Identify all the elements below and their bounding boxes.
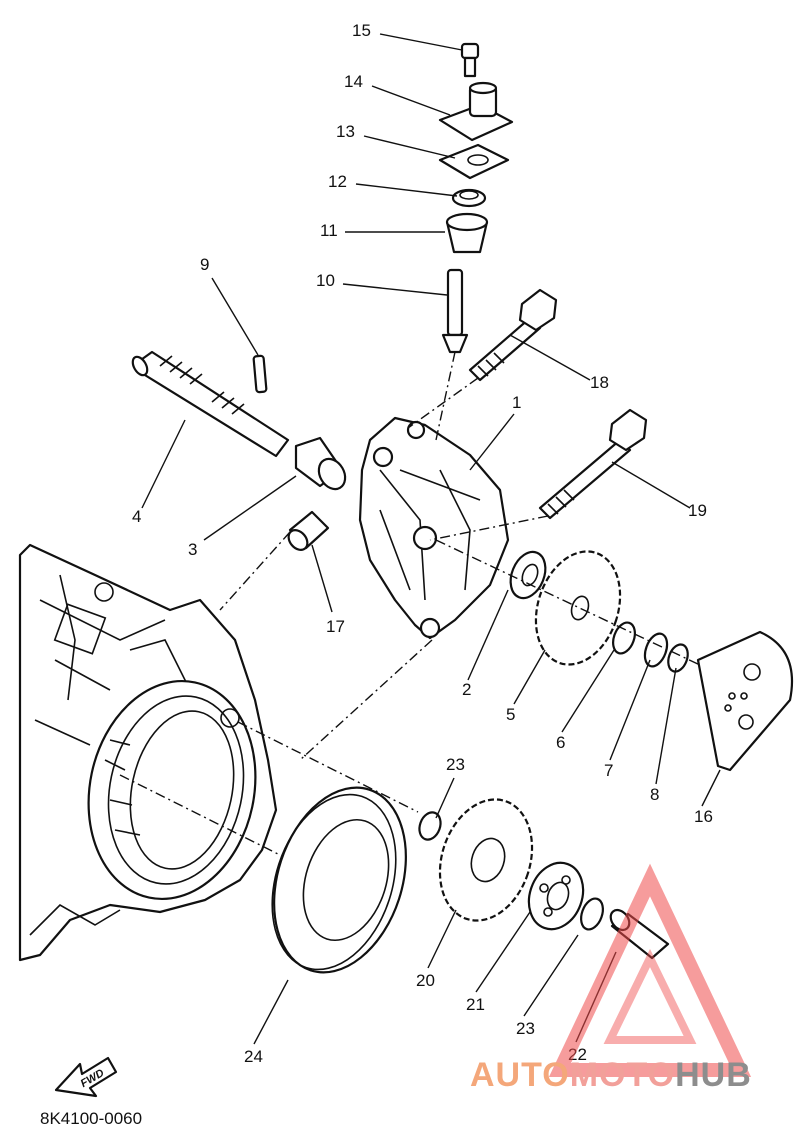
leader-line-c23a bbox=[435, 777, 455, 819]
callout-c6: 6 bbox=[556, 733, 565, 752]
washer-part-8 bbox=[667, 643, 689, 673]
leader-line-c4 bbox=[141, 419, 186, 509]
diagram-code: 8K4100-0060 bbox=[40, 1109, 142, 1128]
watermark-hub: HUB bbox=[675, 1056, 752, 1094]
leader-line-c13 bbox=[363, 135, 456, 159]
gear-part-20 bbox=[438, 798, 534, 922]
fitting-part-14 bbox=[438, 81, 514, 142]
fwd-arrow-icon: FWD bbox=[54, 1056, 118, 1098]
callout-c18: 18 bbox=[590, 373, 609, 392]
washer-part-6 bbox=[612, 621, 636, 655]
callout-c16: 16 bbox=[694, 807, 713, 826]
callout-c23b: 23 bbox=[516, 1019, 535, 1038]
watermark-logo: AUTOMOTOHUB bbox=[470, 863, 752, 1094]
leader-line-c14 bbox=[371, 85, 451, 116]
circlip-part-23-upper bbox=[418, 811, 442, 841]
callout-c21: 21 bbox=[466, 995, 485, 1014]
callout-c10: 10 bbox=[316, 271, 335, 290]
leader-line-c7 bbox=[609, 659, 651, 761]
leader-line-c16 bbox=[701, 769, 721, 807]
callout-c11: 11 bbox=[320, 221, 338, 240]
oil-seal-part-24 bbox=[271, 786, 407, 974]
leader-line-c10 bbox=[342, 283, 448, 296]
watermark-auto: AUTO bbox=[470, 1056, 570, 1094]
svg-text:AUTOMOTOHUB: AUTOMOTOHUB bbox=[470, 1056, 752, 1094]
leader-line-c2 bbox=[467, 589, 509, 681]
sprocket-part-5 bbox=[534, 550, 622, 666]
alignment-lines bbox=[119, 351, 701, 856]
impeller-shaft-part-4 bbox=[131, 350, 290, 458]
callout-c7: 7 bbox=[604, 761, 613, 780]
callout-c17: 17 bbox=[326, 617, 345, 636]
leader-line-c15 bbox=[379, 33, 463, 51]
callout-c5: 5 bbox=[506, 705, 515, 724]
nozzle-part-10 bbox=[441, 268, 469, 354]
bearing-part-2 bbox=[509, 550, 547, 600]
leader-line-c19 bbox=[611, 461, 691, 509]
pin-part-9 bbox=[252, 354, 268, 394]
leader-line-c20 bbox=[427, 909, 457, 969]
leader-line-c18 bbox=[509, 334, 591, 381]
callout-c15: 15 bbox=[352, 21, 371, 40]
callout-c2: 2 bbox=[462, 680, 471, 699]
bolt-part-18 bbox=[468, 288, 558, 382]
leader-line-c17 bbox=[311, 544, 333, 613]
callout-c23a: 23 bbox=[446, 755, 465, 774]
watermark-moto: MOTO bbox=[570, 1056, 675, 1094]
leader-line-c5 bbox=[513, 649, 546, 705]
leader-line-c24 bbox=[253, 979, 289, 1045]
bolt-part-15 bbox=[460, 42, 480, 78]
collar-part-3 bbox=[294, 436, 347, 491]
gasket-part-13 bbox=[438, 143, 510, 180]
dowel-part-17 bbox=[287, 510, 330, 551]
callout-c14: 14 bbox=[344, 72, 363, 91]
callout-c3: 3 bbox=[188, 540, 197, 559]
bearing-part-21 bbox=[527, 861, 585, 931]
callout-c24: 24 bbox=[244, 1047, 263, 1066]
callout-c13: 13 bbox=[336, 122, 355, 141]
leader-line-c12 bbox=[355, 183, 458, 197]
callout-c1: 1 bbox=[512, 393, 521, 412]
watermark-inner-triangle-icon bbox=[603, 948, 697, 1044]
callout-c12: 12 bbox=[328, 172, 347, 191]
plate-part-16 bbox=[696, 630, 794, 772]
washer-part-7 bbox=[643, 632, 669, 668]
leader-line-c21 bbox=[475, 911, 531, 993]
seal-part-12 bbox=[451, 188, 487, 208]
leader-line-c6 bbox=[561, 649, 615, 733]
leader-line-c3 bbox=[203, 475, 297, 541]
leader-line-c9 bbox=[211, 277, 259, 356]
crankcase bbox=[18, 543, 278, 962]
leader-line-c1 bbox=[469, 413, 515, 471]
leader-line-c8 bbox=[655, 667, 677, 785]
bushing-part-11 bbox=[445, 212, 489, 254]
callout-c19: 19 bbox=[688, 501, 707, 520]
bolt-part-19 bbox=[538, 408, 648, 520]
callout-c20: 20 bbox=[416, 971, 435, 990]
callout-c4: 4 bbox=[132, 507, 141, 526]
watermark-triangle-icon bbox=[548, 863, 752, 1077]
circlip-part-23-lower bbox=[580, 897, 604, 931]
callout-c8: 8 bbox=[650, 785, 659, 804]
leader-line-c23b bbox=[523, 934, 579, 1017]
callout-c9: 9 bbox=[200, 255, 209, 274]
